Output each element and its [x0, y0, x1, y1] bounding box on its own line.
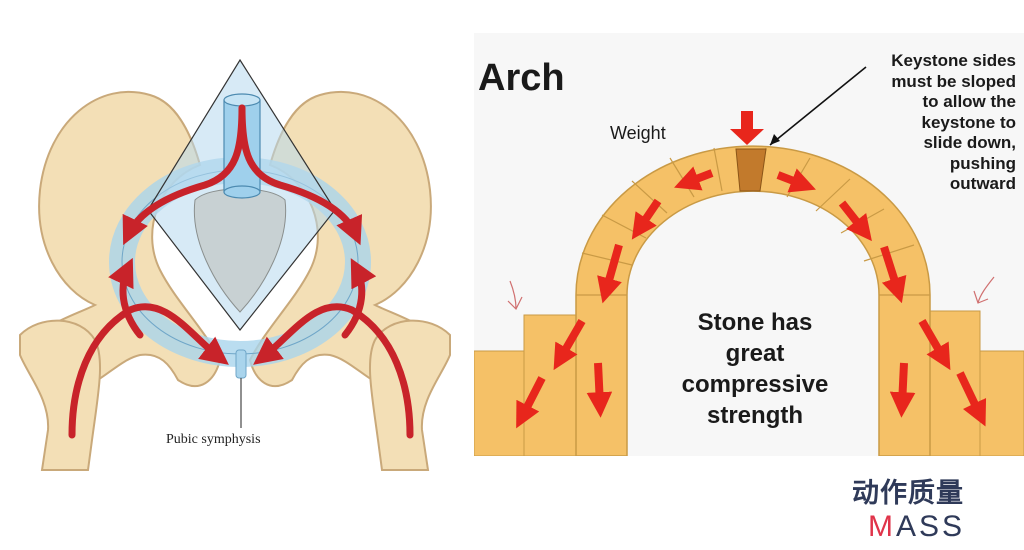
left-mid-block	[523, 314, 577, 456]
left-pen-mark	[507, 280, 523, 311]
keystone-pointer-line	[769, 66, 867, 146]
pubic-symphysis-label: Pubic symphysis	[166, 432, 261, 447]
sacrum	[193, 188, 287, 313]
right-femur	[368, 319, 451, 471]
pubic-symphysis-joint	[235, 349, 247, 379]
left-femur	[19, 319, 102, 471]
arch-band	[575, 145, 931, 456]
weight-arrow	[730, 111, 764, 145]
force-arrows	[516, 166, 987, 429]
arch-diagram-panel: Arch Weight Keystone sides must be slope…	[474, 33, 1024, 456]
arch-drawing	[474, 66, 1024, 456]
left-outer-block	[474, 350, 525, 456]
brand-logo: 动作质量 MASS	[852, 478, 1002, 544]
logo-english-text: MASS	[868, 510, 1002, 544]
right-outer-block	[979, 350, 1024, 456]
logo-letters-rest: ASS	[896, 510, 966, 543]
arch-title: Arch	[478, 57, 565, 99]
weight-label: Weight	[610, 123, 666, 143]
right-pen-mark	[973, 276, 995, 304]
stone-strength-note: Stone has great compressive strength	[681, 309, 829, 429]
logo-chinese-text: 动作质量	[852, 478, 964, 509]
pelvis-illustration	[19, 58, 451, 471]
right-mid-block	[929, 310, 981, 456]
logo-letter-m: M	[868, 510, 896, 543]
keystone	[735, 148, 767, 192]
keystone-note: Keystone sides must be sloped to allow t…	[891, 51, 1016, 193]
load-path-arrows	[68, 104, 414, 439]
